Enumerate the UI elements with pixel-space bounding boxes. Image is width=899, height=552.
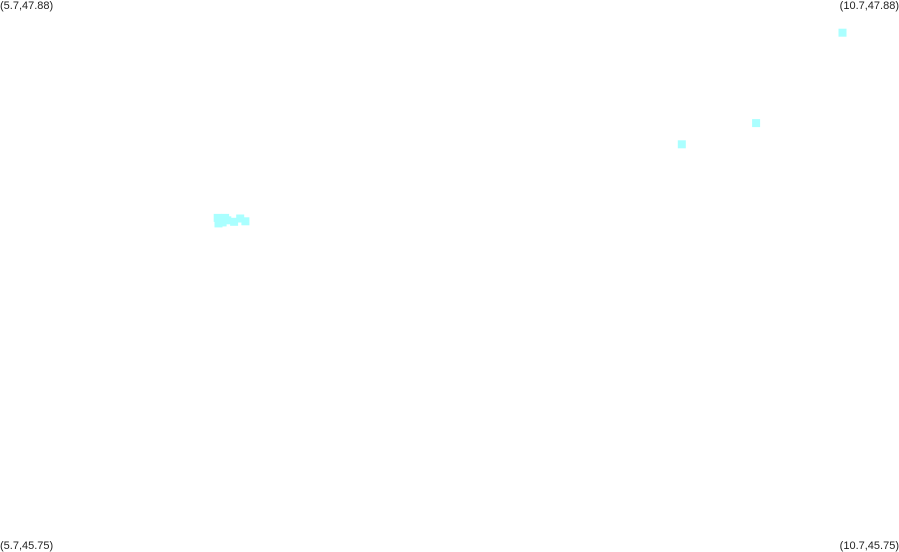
corner-label-top-right: (10.7,47.88) xyxy=(839,0,899,12)
corner-label-bottom-left: (5.7,45.75) xyxy=(0,540,54,552)
map-feature xyxy=(236,214,245,223)
map-feature xyxy=(230,217,239,226)
corner-label-bottom-right: (10.7,45.75) xyxy=(839,540,899,552)
map-feature xyxy=(218,218,227,227)
map-feature xyxy=(223,216,232,225)
feature-layer xyxy=(213,28,847,228)
map-feature xyxy=(241,217,250,226)
map-feature xyxy=(752,119,761,128)
map-feature xyxy=(213,213,222,222)
map-feature xyxy=(214,219,223,228)
map-feature xyxy=(677,140,686,149)
corner-label-top-left: (5.7,47.88) xyxy=(0,0,54,12)
map-feature xyxy=(838,28,847,37)
